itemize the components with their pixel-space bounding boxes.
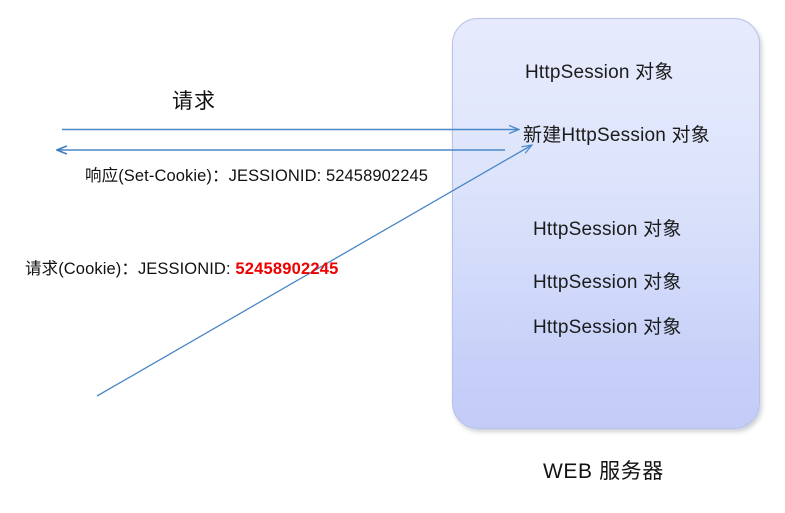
session-label-3: HttpSession 对象 [533,267,682,294]
session-label-4: HttpSession 对象 [533,312,682,339]
session-label-new: 新建HttpSession 对象 [523,120,710,147]
session-label-2: HttpSession 对象 [533,214,682,241]
session-id-value: 52458902245 [235,260,339,278]
server-caption: WEB 服务器 [543,460,664,483]
session-text: HttpSession 对象 [533,219,682,240]
response-set-cookie-label: 响应(Set-Cookie)：JESSIONID: 52458902245 [85,167,429,185]
session-label-1: HttpSession 对象 [525,57,674,84]
cookie-request-prefix: 请求(Cookie)：JESSIONID: [25,260,236,278]
cookie-request-label: 请求(Cookie)：JESSIONID: 52458902245 [25,255,338,279]
request-label: 请求 [172,89,216,113]
session-text: HttpSession 对象 [525,62,674,83]
session-text: HttpSession 对象 [533,272,682,293]
session-text: 新建HttpSession 对象 [523,125,710,146]
session-text: HttpSession 对象 [533,317,682,338]
